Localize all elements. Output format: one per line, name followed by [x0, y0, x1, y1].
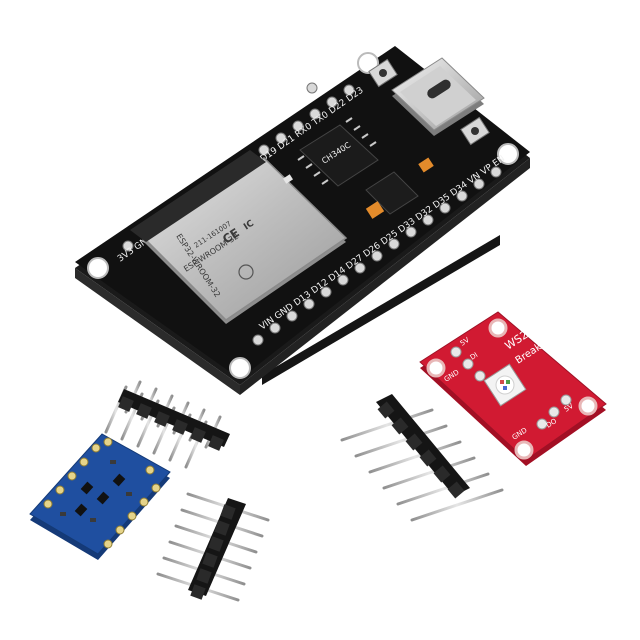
mounting-hole	[488, 318, 508, 338]
en-button[interactable]	[368, 58, 398, 88]
ws2812-breakout-board: WS2812 Breakout 5V DI GND 5V DO GND	[419, 311, 607, 466]
mounting-hole	[87, 257, 109, 279]
smd-led	[283, 174, 293, 184]
level-shifter-board	[29, 433, 171, 560]
mounting-hole	[497, 143, 519, 165]
mounting-hole	[229, 357, 251, 379]
esp32-bottom-pads	[252, 166, 502, 346]
ws2812-led	[483, 363, 527, 407]
mounting-hole	[514, 440, 534, 460]
mounting-hole	[357, 52, 379, 74]
capacitor	[418, 157, 434, 173]
esp32-wroom-module: ESP-WROOM-32 211-161007 ESP32-WROOM-32 C…	[130, 150, 348, 324]
pin-header-3	[340, 394, 504, 522]
ws2812-pin-5v-in: 5V	[459, 336, 471, 348]
esp32-header-strip	[262, 235, 500, 385]
pin-header-2	[156, 492, 270, 602]
ws2812-pin-di: DI	[469, 351, 480, 362]
fcc-logo-icon	[238, 264, 254, 280]
voltage-regulator	[365, 171, 419, 215]
boot-button[interactable]	[460, 116, 490, 146]
mounting-hole	[578, 396, 598, 416]
usb-c-port[interactable]	[391, 57, 485, 136]
usb-serial-ic: CH340C	[297, 117, 379, 187]
ws2812-pin-5v-out: 5V	[563, 402, 575, 414]
mounting-hole	[426, 358, 446, 378]
pin-header-1	[104, 380, 230, 469]
capacitor	[365, 201, 385, 219]
esp32-board: 3V3 GND D15 D2 D4 RX2 TX2 D5 D18 D19 D21…	[75, 46, 530, 410]
